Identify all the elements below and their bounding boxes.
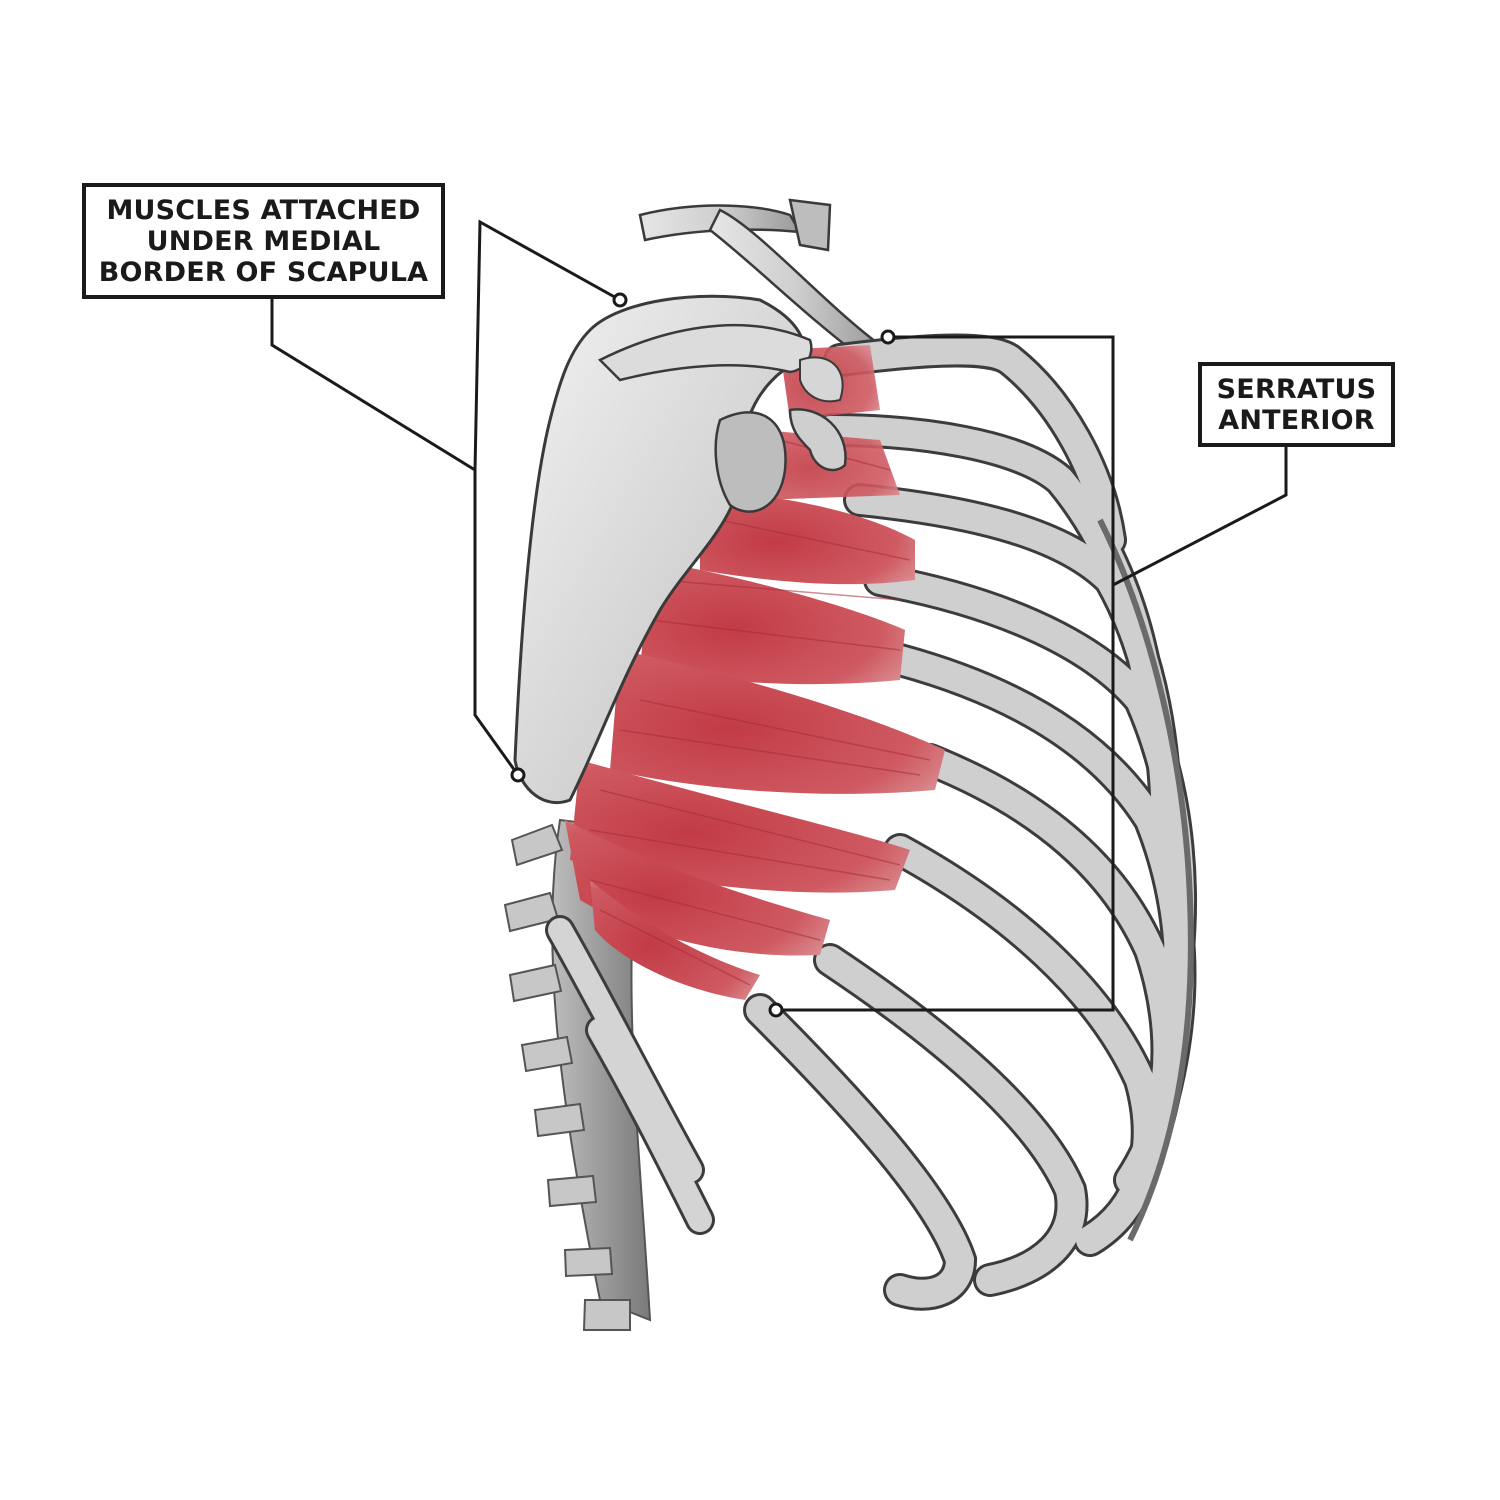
leader-lines [270, 219, 1288, 1012]
leader-line-left [270, 299, 476, 472]
label-right-line-2: ANTERIOR [1218, 404, 1375, 436]
label-left-line-1: MUSCLES ATTACHED [106, 194, 421, 226]
leader-endpoints [510, 292, 896, 1018]
label-left-line-2: UNDER MEDIAL [146, 225, 381, 257]
circle-dot-icon [880, 329, 896, 345]
scapula [513, 294, 847, 805]
circle-dot-icon [510, 767, 526, 783]
label-serratus-anterior: SERRATUS ANTERIOR [1198, 362, 1395, 447]
label-left-line-3: BORDER OF SCAPULA [98, 256, 429, 288]
leader-line-right [1112, 447, 1288, 587]
leader-bracket-right [776, 335, 1115, 1012]
leader-bracket-left [473, 219, 621, 776]
label-muscles-under-medial-border: MUSCLES ATTACHED UNDER MEDIAL BORDER OF … [82, 183, 445, 299]
serratus-anterior-muscle [565, 345, 945, 1000]
label-right-line-1: SERRATUS [1216, 373, 1377, 405]
circle-dot-icon [612, 292, 628, 308]
clavicle [638, 198, 882, 362]
sternum-edge [1097, 518, 1194, 1242]
circle-dot-icon [768, 1002, 784, 1018]
rib-cage [545, 333, 1197, 1311]
